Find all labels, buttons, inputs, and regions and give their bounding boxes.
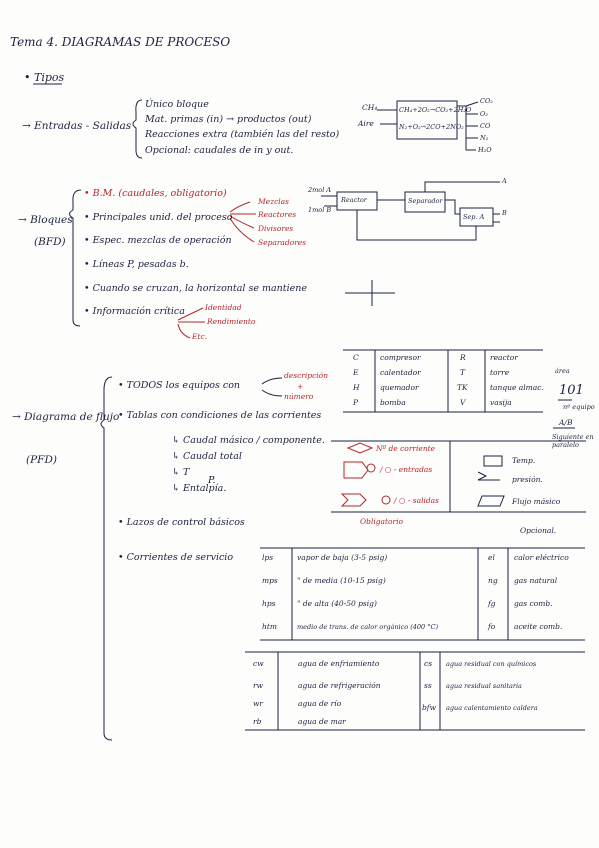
- bfd-diag-out: B: [502, 209, 507, 217]
- tipos-label: Tipos: [34, 71, 65, 84]
- bfd-diag-out: A: [502, 177, 507, 185]
- pfd-item: • TODOS los equipos con: [118, 380, 241, 391]
- bfd-item: • Principales unid. del proceso: [84, 212, 233, 223]
- io-out: N₂: [480, 134, 489, 142]
- bfd-unit: Divisores: [258, 224, 294, 233]
- equip-brace: número: [284, 392, 314, 401]
- bfd-diag-unit: Separador: [408, 197, 443, 205]
- sym-opc: Opcional.: [520, 526, 557, 535]
- bfd-diag-in: 2mol A: [308, 186, 332, 194]
- area-note: nº equipo: [563, 403, 595, 411]
- bfd-item: • Información crítica: [84, 306, 185, 317]
- sym-in: / ○ - entradas: [380, 465, 433, 474]
- bfd-diag-unit: Reactor: [341, 196, 367, 204]
- tabla-sub: ↳ Entalpía.: [172, 483, 227, 494]
- io-item: Reacciones extra (también las del resto): [145, 129, 340, 140]
- area-note: Siguiente en paralelo: [552, 433, 594, 449]
- io-label: → Entradas - Salidas: [22, 120, 132, 132]
- section-tipos: • Tipos: [24, 71, 65, 84]
- pfd-item: • Lazos de control básicos: [118, 517, 245, 528]
- bfd-unit: Separadores: [258, 238, 307, 247]
- equip-brace: descripción: [284, 371, 329, 380]
- bfd-item: • Líneas P, pesadas b.: [84, 259, 189, 270]
- pfd-abbr: (PFD): [26, 454, 57, 466]
- pfd-item: • Tablas con condiciones de las corrient…: [118, 410, 322, 421]
- bfd-abbr: (BFD): [34, 236, 66, 248]
- bfd-crit: Identidad: [205, 303, 242, 312]
- area-ab: A/B: [559, 418, 573, 427]
- tabla-sub: ↳ T: [172, 467, 190, 478]
- bfd-item: • Espec. mezclas de operación: [84, 235, 232, 246]
- io-item: Único bloque: [145, 99, 209, 110]
- io-in1: CH₄: [362, 103, 378, 112]
- tabla-sub: P.: [208, 475, 216, 486]
- io-eq2: N₂+O₂→2CO+2NO₂: [399, 123, 464, 131]
- bfd-unit: Reactores: [258, 210, 297, 219]
- bfd-crit: Etc.: [192, 332, 208, 341]
- bfd-item: • Cuando se cruzan, la horizontal se man…: [84, 283, 307, 294]
- pfd-label: → Diagrama de flujo: [12, 411, 120, 423]
- sym-out: / ○ - salidas: [394, 496, 439, 505]
- sym-pres: presión.: [512, 475, 543, 484]
- bfd-item: • B.M. (caudales, obligatorio): [84, 188, 227, 199]
- pfd-item: • Corrientes de servicio: [118, 552, 234, 563]
- bfd-diag-unit: Sep. A: [463, 213, 485, 221]
- bfd-diag-in: 1mol B: [308, 206, 332, 214]
- equip-brace: +: [297, 382, 304, 391]
- io-out: O₂: [480, 110, 488, 118]
- io-out: H₂O: [478, 146, 492, 154]
- tabla-sub: ↳ Caudal total: [172, 451, 242, 462]
- io-item: Mat. primas (in) → productos (out): [145, 114, 312, 125]
- io-item: Opcional: caudales de in y out.: [145, 145, 294, 156]
- bfd-unit: Mezclas: [258, 197, 289, 206]
- area-number: 101: [559, 383, 584, 398]
- sym-flujo: Flujo másico: [512, 497, 561, 506]
- bfd-label: → Bloques: [18, 214, 73, 226]
- io-out: CO: [480, 122, 491, 130]
- io-eq1: CH₄+2O₂→CO₂+2H₂O: [399, 106, 472, 114]
- bfd-crit: Rendimiento: [207, 317, 256, 326]
- area-label: área: [555, 367, 570, 375]
- sym-temp: Temp.: [512, 456, 536, 465]
- tabla-sub: ↳ Caudal másico / componente.: [172, 435, 325, 446]
- page-title: Tema 4. DIAGRAMAS DE PROCESO: [10, 35, 231, 49]
- sym-oblig: Obligatorio: [360, 517, 404, 526]
- io-in2: Aire: [358, 119, 374, 128]
- sym-n: Nº de corriente: [376, 444, 436, 453]
- io-out: CO₂: [480, 97, 493, 105]
